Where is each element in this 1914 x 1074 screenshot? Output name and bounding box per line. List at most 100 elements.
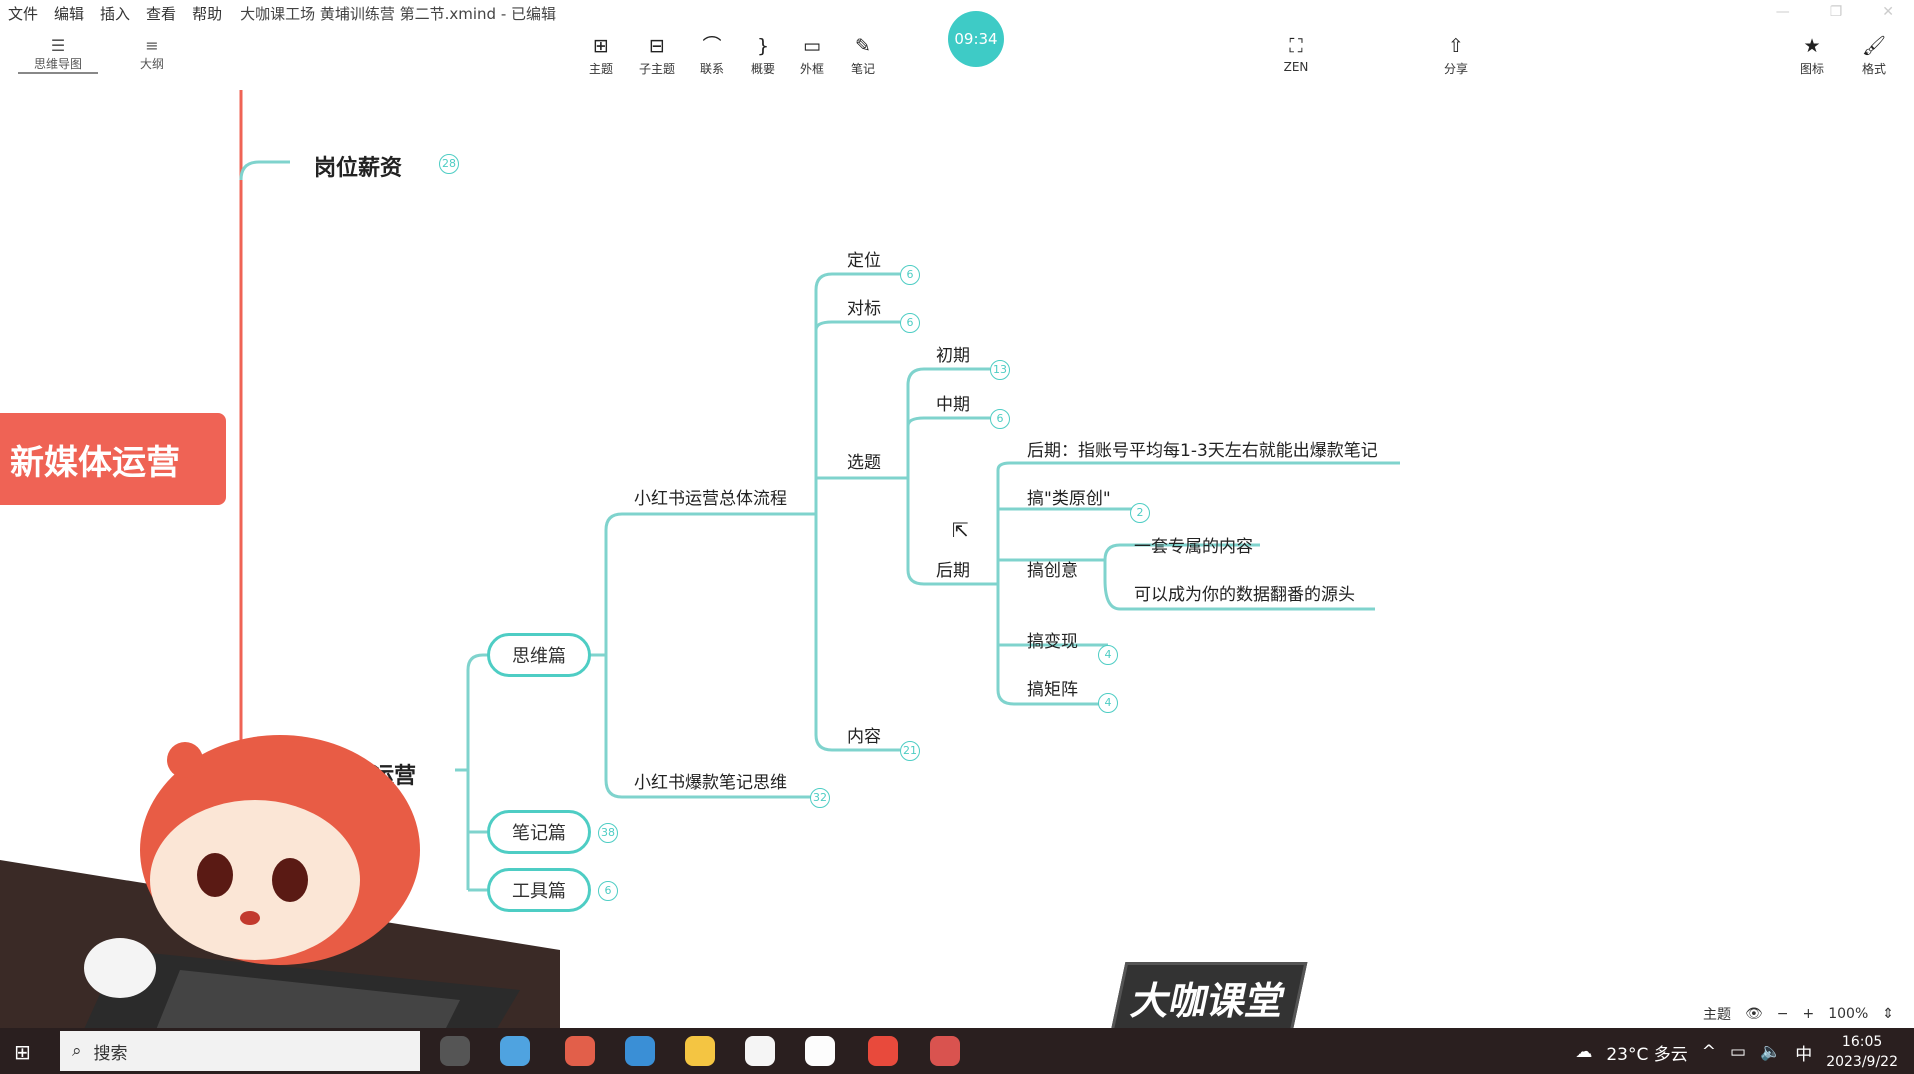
topic-salary[interactable]: 岗位薪资: [314, 156, 403, 181]
topic-creative[interactable]: 搞创意: [1027, 561, 1078, 581]
clock-time: 16:05: [1841, 1034, 1883, 1050]
menu-view[interactable]: 查看: [146, 4, 177, 23]
tab-mindmap-label: 思维导图: [33, 57, 82, 71]
collapsed-count-badge[interactable]: 38: [598, 823, 618, 843]
search-placeholder: 搜索: [93, 1043, 128, 1064]
weather-text[interactable]: 23°C 多云: [1606, 1044, 1688, 1065]
collapsed-count-badge[interactable]: 32: [810, 788, 830, 808]
close-button[interactable]: ✕: [1882, 4, 1894, 20]
note-button[interactable]: ✎笔记: [835, 34, 891, 77]
brand-logo: 大咖课堂: [1110, 962, 1308, 1032]
collapsed-count-badge[interactable]: 2: [1130, 503, 1150, 523]
root-topic[interactable]: 新媒体运营: [0, 413, 226, 505]
topic-content[interactable]: 内容: [847, 727, 881, 747]
taskbar-app-icon[interactable]: [625, 1036, 655, 1066]
topic-thinking[interactable]: 思维篇: [487, 633, 591, 677]
share-button[interactable]: ⇧分享: [1428, 34, 1484, 77]
taskbar-search[interactable]: ⌕ 搜索: [60, 1031, 420, 1071]
zoom-in-button[interactable]: +: [1802, 1006, 1815, 1022]
status-topic-label: 主题: [1702, 1007, 1731, 1023]
tab-mindmap[interactable]: ☰ 思维导图: [18, 36, 98, 74]
relationship-button[interactable]: ⌒联系: [684, 34, 740, 77]
topic-monetize[interactable]: 搞变现: [1027, 632, 1078, 652]
topic-tools[interactable]: 工具篇: [487, 868, 591, 912]
topic-creative-b[interactable]: 可以成为你的数据翻番的源头: [1134, 585, 1355, 605]
collapsed-count-badge[interactable]: 6: [990, 409, 1010, 429]
tray-chevron-icon[interactable]: ^: [1701, 1042, 1716, 1062]
taskbar-clock[interactable]: 16:05 2023/9/22: [1826, 1032, 1898, 1072]
summary-label: 概要: [750, 62, 775, 76]
taskbar-app-icon[interactable]: [440, 1036, 470, 1066]
menu-edit[interactable]: 编辑: [54, 4, 85, 23]
icon-panel-label: 图标: [1799, 62, 1824, 76]
topic-matrix[interactable]: 搞矩阵: [1027, 680, 1078, 700]
topic-overall-flow[interactable]: 小红书运营总体流程: [634, 489, 787, 509]
boundary-button[interactable]: ▭ 外框: [784, 34, 840, 77]
topic-late[interactable]: 后期: [936, 561, 970, 581]
format-brush-icon: 🖌: [1861, 35, 1887, 57]
windows-start-icon[interactable]: ⊞: [14, 1040, 31, 1064]
recording-timer: 09:34: [948, 11, 1004, 67]
fullscreen-icon: ⛶: [1289, 35, 1303, 57]
taskbar-app-icon[interactable]: [805, 1036, 835, 1066]
taskbar-app-icon[interactable]: [745, 1036, 775, 1066]
search-icon: ⌕: [72, 1041, 82, 1061]
volume-icon[interactable]: 🔈: [1760, 1042, 1782, 1062]
zoom-level[interactable]: 100%: [1828, 1006, 1869, 1022]
zen-button[interactable]: ⛶ZEN: [1268, 34, 1324, 74]
menu-help[interactable]: 帮助: [192, 4, 223, 23]
anime-character-overlay: [0, 735, 560, 1074]
topic-late-desc[interactable]: 后期：指账号平均每1-3天左右就能出爆款笔记: [1027, 441, 1378, 461]
topic-notes[interactable]: 笔记篇: [487, 810, 591, 854]
subtopic-icon: ⊟: [649, 35, 665, 57]
topic-creative-a[interactable]: 一套专属的内容: [1134, 537, 1253, 557]
topic-topic-selection[interactable]: 选题: [847, 453, 881, 473]
minimize-button[interactable]: —: [1775, 4, 1790, 20]
topic-benchmark[interactable]: 对标: [847, 299, 881, 319]
format-panel-button[interactable]: 🖌 格式: [1846, 34, 1902, 77]
collapsed-count-badge[interactable]: 6: [900, 265, 920, 285]
menu-file[interactable]: 文件: [8, 4, 39, 23]
chevron-updown-icon[interactable]: ⇕: [1882, 1006, 1894, 1022]
window-title: 大咖课工场 黄埔训练营 第二节.xmind - 已编辑: [240, 4, 557, 23]
summary-button[interactable]: } 概要: [735, 34, 791, 77]
restore-button[interactable]: ❐: [1829, 4, 1843, 20]
note-label: 笔记: [850, 62, 875, 76]
collapsed-count-badge[interactable]: 13: [990, 360, 1010, 380]
taskbar-app-icon[interactable]: [500, 1036, 530, 1066]
weather-icon[interactable]: ☁: [1575, 1042, 1593, 1062]
taskbar-app-icon[interactable]: [685, 1036, 715, 1066]
topic-viral-thinking[interactable]: 小红书爆款笔记思维: [634, 773, 787, 793]
icon-panel-button[interactable]: ★ 图标: [1784, 34, 1840, 77]
boundary-label: 外框: [799, 62, 824, 76]
taskbar-app-icon[interactable]: [930, 1036, 960, 1066]
zoom-out-button[interactable]: −: [1776, 1006, 1789, 1022]
format-panel-label: 格式: [1861, 62, 1886, 76]
menu-insert[interactable]: 插入: [100, 4, 131, 23]
subtopic-button[interactable]: ⊟ 子主题: [629, 34, 685, 77]
eye-icon[interactable]: 👁: [1744, 1006, 1763, 1022]
topic-middle[interactable]: 中期: [936, 395, 970, 415]
system-tray: ☁ 23°C 多云 ^ ▭ 🔈 中 16:05 2023/9/22: [1575, 1030, 1898, 1074]
boundary-icon: ▭: [803, 35, 821, 57]
summary-icon: }: [756, 35, 770, 57]
network-icon[interactable]: ▭: [1729, 1042, 1747, 1062]
topic-pseudo-original[interactable]: 搞"类原创": [1027, 489, 1111, 509]
topic-early[interactable]: 初期: [936, 346, 970, 366]
collapsed-count-badge[interactable]: 6: [598, 881, 618, 901]
collapsed-count-badge[interactable]: 21: [900, 741, 920, 761]
subtopic-label: 子主题: [638, 62, 675, 76]
share-icon: ⇧: [1448, 35, 1464, 57]
xmind-taskbar-icon[interactable]: [868, 1036, 898, 1066]
star-icon: ★: [1803, 35, 1821, 57]
collapsed-count-badge[interactable]: 4: [1098, 645, 1118, 665]
collapsed-count-badge[interactable]: 6: [900, 313, 920, 333]
outline-icon: ≡: [145, 36, 159, 55]
topic-button[interactable]: ⊞主题: [573, 34, 629, 77]
taskbar-app-icon[interactable]: [565, 1036, 595, 1066]
tab-outline[interactable]: ≡ 大纲: [112, 36, 192, 72]
collapsed-count-badge[interactable]: 28: [439, 154, 459, 174]
input-method[interactable]: 中: [1795, 1044, 1813, 1065]
collapsed-count-badge[interactable]: 4: [1098, 693, 1118, 713]
topic-positioning[interactable]: 定位: [847, 251, 881, 271]
